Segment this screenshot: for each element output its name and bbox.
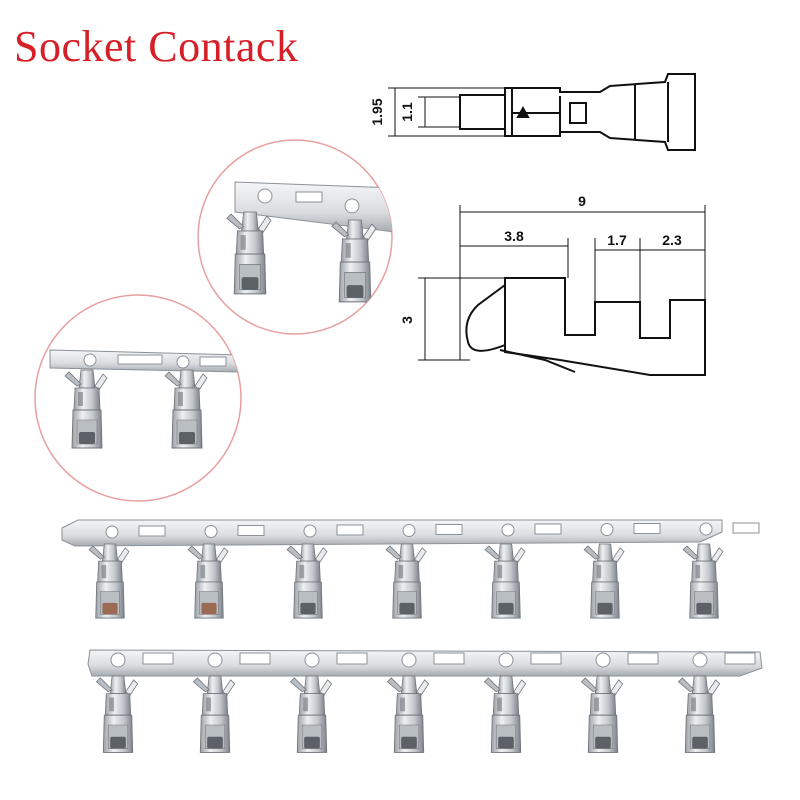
strip-slot <box>336 652 368 665</box>
pilot-hole <box>401 652 417 668</box>
pilot-hole <box>699 522 713 536</box>
terminal <box>677 675 721 753</box>
pilot-hole <box>501 523 515 537</box>
zoom-top-strip <box>234 181 392 233</box>
terminal <box>88 543 130 619</box>
strip-top <box>61 519 760 547</box>
terminal <box>483 675 527 753</box>
pilot-hole <box>110 652 126 668</box>
pilot-hole <box>204 525 218 538</box>
strip-slot <box>336 524 364 536</box>
terminal <box>331 219 377 303</box>
terminal <box>289 675 333 753</box>
strip-slot <box>117 354 163 365</box>
dim-label-height: 3 <box>399 316 415 324</box>
strip-slot <box>627 652 659 665</box>
pilot-hole <box>176 355 190 369</box>
dim-label-gap: 1.7 <box>607 232 627 248</box>
terminal <box>164 369 208 449</box>
dim-label-height-pin: 1.1 <box>399 102 415 122</box>
strip-slot <box>633 523 661 534</box>
pilot-hole <box>402 524 416 537</box>
page-title: Socket Contack <box>14 22 299 71</box>
profile-body <box>504 277 706 376</box>
strip-slot <box>530 652 562 665</box>
strip-slot <box>732 522 760 534</box>
strip-slot <box>435 524 463 535</box>
strip-bottom <box>87 649 763 677</box>
terminal <box>682 543 724 619</box>
terminal <box>386 675 430 753</box>
zoom-left-terminals <box>49 349 241 449</box>
dim-label-height-total: 1.95 <box>369 98 385 125</box>
strip-slot <box>199 356 227 367</box>
pilot-hole <box>83 353 97 367</box>
pilot-hole <box>257 188 273 204</box>
terminal <box>286 543 328 619</box>
dim-label-total-length: 9 <box>578 193 586 209</box>
pilot-hole <box>105 525 119 539</box>
terminal <box>583 543 625 619</box>
profile-spring-tab <box>465 284 506 352</box>
side-body <box>504 73 696 151</box>
terminal <box>192 675 236 753</box>
strip-slot <box>433 652 465 665</box>
terminal <box>385 543 427 619</box>
dim-label-front-section: 3.8 <box>504 228 524 244</box>
terminal <box>187 543 229 619</box>
pilot-hole <box>207 652 223 668</box>
pilot-hole <box>600 523 614 536</box>
strip-slot <box>534 523 562 535</box>
pilot-hole <box>595 652 611 668</box>
pilot-hole <box>498 652 514 668</box>
zoom-top-terminals <box>226 181 392 303</box>
dim-label-rear-section: 2.3 <box>662 232 682 248</box>
pilot-hole <box>303 524 317 538</box>
pilot-hole <box>344 198 360 214</box>
strip-slot <box>237 525 265 536</box>
terminal <box>64 369 108 449</box>
terminal <box>226 211 272 295</box>
strip-slot <box>724 652 756 665</box>
zoom-circle-left <box>34 294 242 502</box>
strip-slot <box>142 652 174 665</box>
strip-slot <box>239 652 271 665</box>
terminal <box>484 543 526 619</box>
pilot-hole <box>692 652 708 668</box>
strip-slot <box>295 191 323 203</box>
strip-slot <box>138 525 166 537</box>
pilot-hole <box>304 652 320 668</box>
terminal <box>580 675 624 753</box>
terminal <box>95 675 139 753</box>
